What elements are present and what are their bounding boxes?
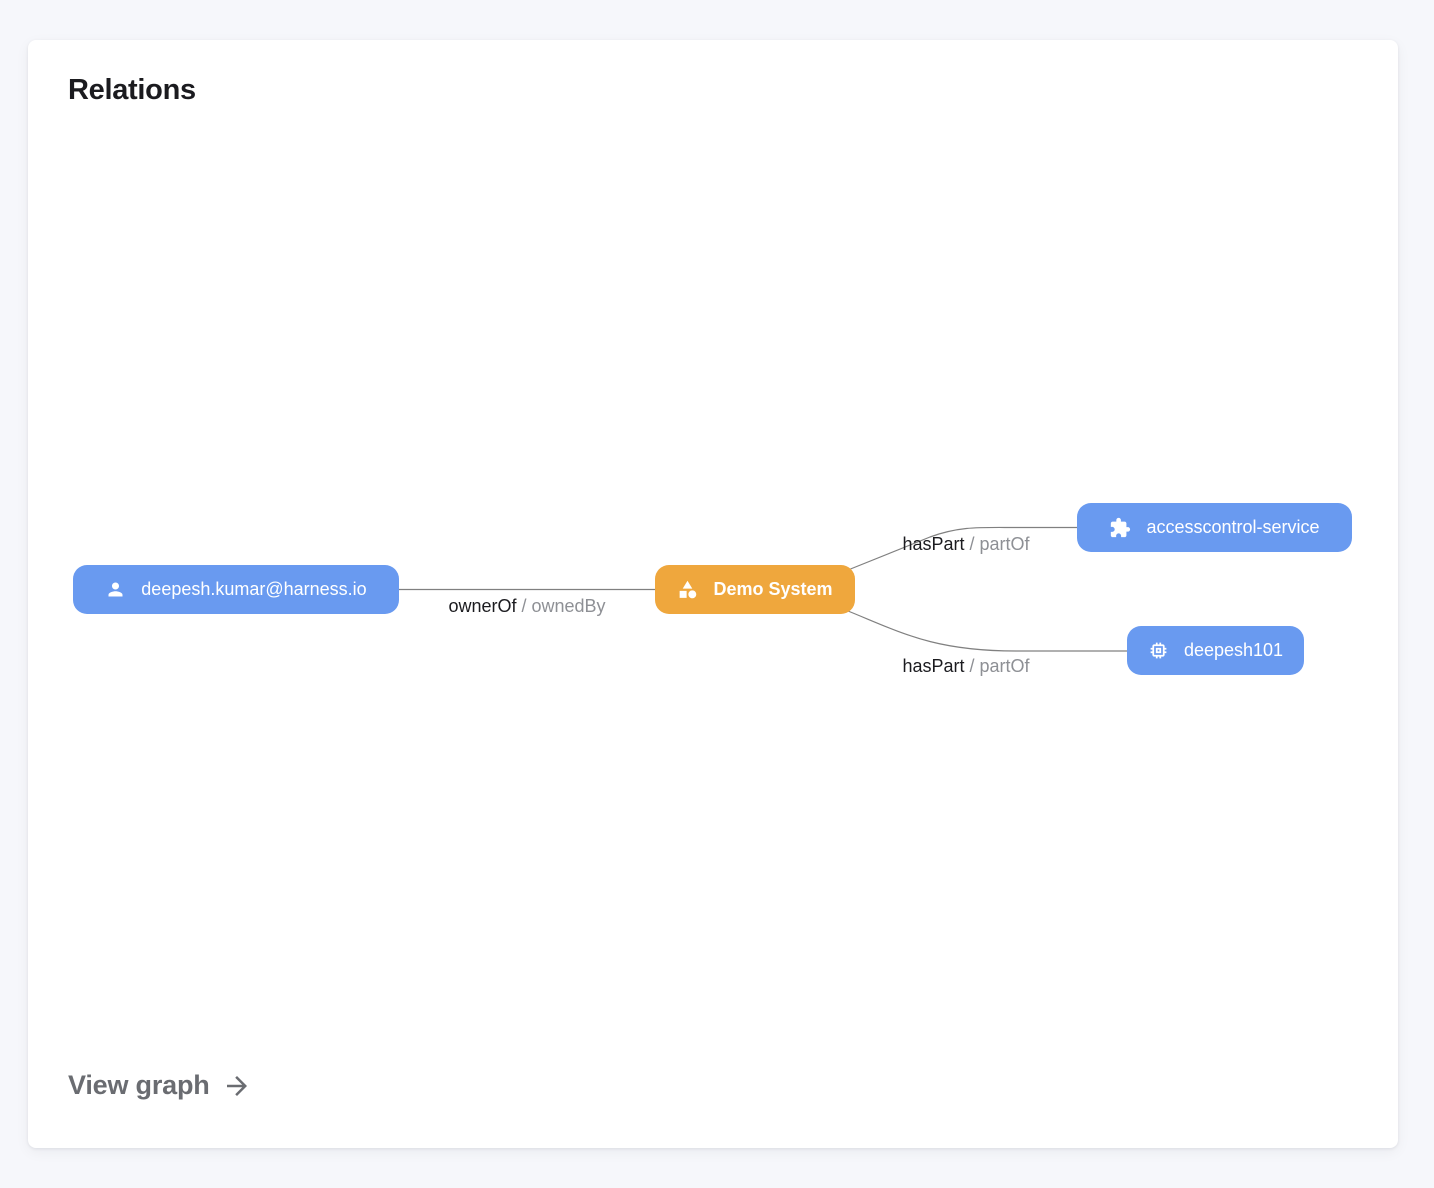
edge-label-ownerof: ownerOf / ownedBy [448, 596, 605, 617]
edge-label-haspart-bottom: hasPart / partOf [902, 656, 1029, 677]
relations-graph: ownerOf / ownedBy hasPart / partOf hasPa… [28, 40, 1398, 1148]
edge-label-primary: ownerOf [448, 596, 517, 616]
graph-node-component[interactable]: deepesh101 [1127, 626, 1304, 675]
edge-label-primary: hasPart [902, 656, 965, 676]
graph-node-user[interactable]: deepesh.kumar@harness.io [73, 565, 399, 614]
graph-node-service[interactable]: accesscontrol-service [1077, 503, 1352, 552]
graph-edges [399, 526, 1127, 652]
node-label: accesscontrol-service [1146, 517, 1320, 537]
edge-label-secondary: / ownedBy [521, 596, 606, 616]
edge-label-haspart-top: hasPart / partOf [902, 534, 1029, 555]
arrow-right-icon [222, 1071, 252, 1101]
edge-haspart-top [847, 526, 1077, 571]
category-icon [677, 579, 698, 600]
edge-label-secondary: / partOf [969, 656, 1030, 676]
view-graph-link[interactable]: View graph [68, 1070, 252, 1101]
edge-label-secondary: / partOf [969, 534, 1030, 554]
person-icon [105, 579, 126, 600]
node-label: deepesh101 [1183, 640, 1284, 660]
view-graph-label: View graph [68, 1070, 210, 1100]
extension-icon [1109, 517, 1131, 539]
relations-card: Relations ownerOf / ownedBy hasPart / pa… [28, 40, 1398, 1148]
card-title: Relations [68, 74, 196, 106]
node-label: deepesh.kumar@harness.io [141, 579, 367, 599]
memory-icon [1148, 640, 1169, 661]
graph-node-system[interactable]: Demo System [655, 565, 855, 614]
edge-label-primary: hasPart [902, 534, 965, 554]
node-label: Demo System [713, 579, 833, 599]
edge-haspart-bottom [847, 610, 1127, 652]
